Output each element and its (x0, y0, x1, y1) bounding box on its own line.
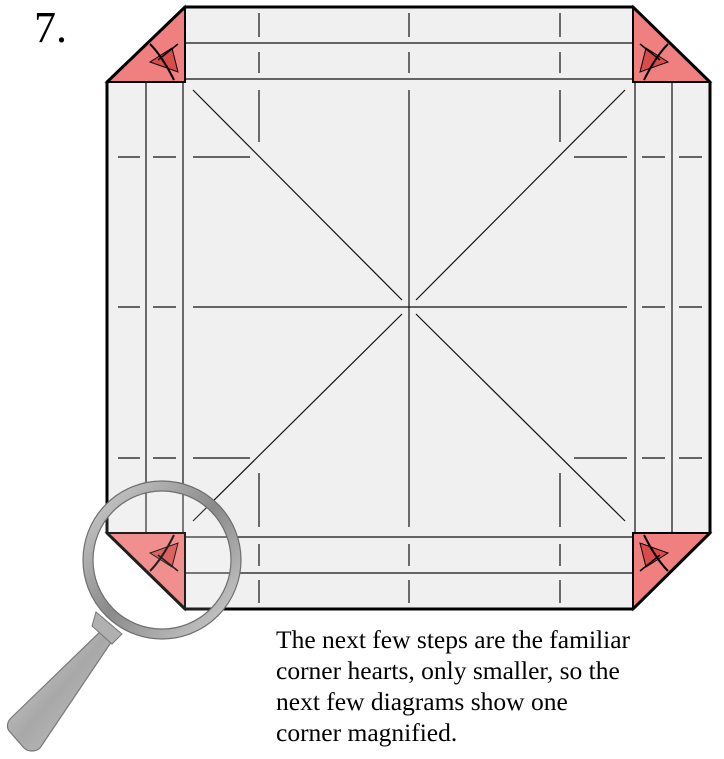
crease-diagonal-1 (192, 89, 403, 301)
crease-diagonal-2 (415, 313, 626, 522)
step-number: 7. (34, 3, 67, 52)
magnifier-lens (92, 490, 232, 630)
magnifier-neck (91, 611, 123, 645)
crease-lines (118, 13, 702, 603)
step-caption: The next few steps are the familiar corn… (276, 625, 631, 747)
crease-diagonal-3 (415, 89, 626, 301)
paper-outline (105, 5, 712, 611)
magnifying-glass-icon (6, 480, 242, 752)
magnifier-handle (6, 627, 115, 752)
magnifier-rim (83, 481, 241, 639)
crease-diagonal-4 (192, 313, 403, 522)
